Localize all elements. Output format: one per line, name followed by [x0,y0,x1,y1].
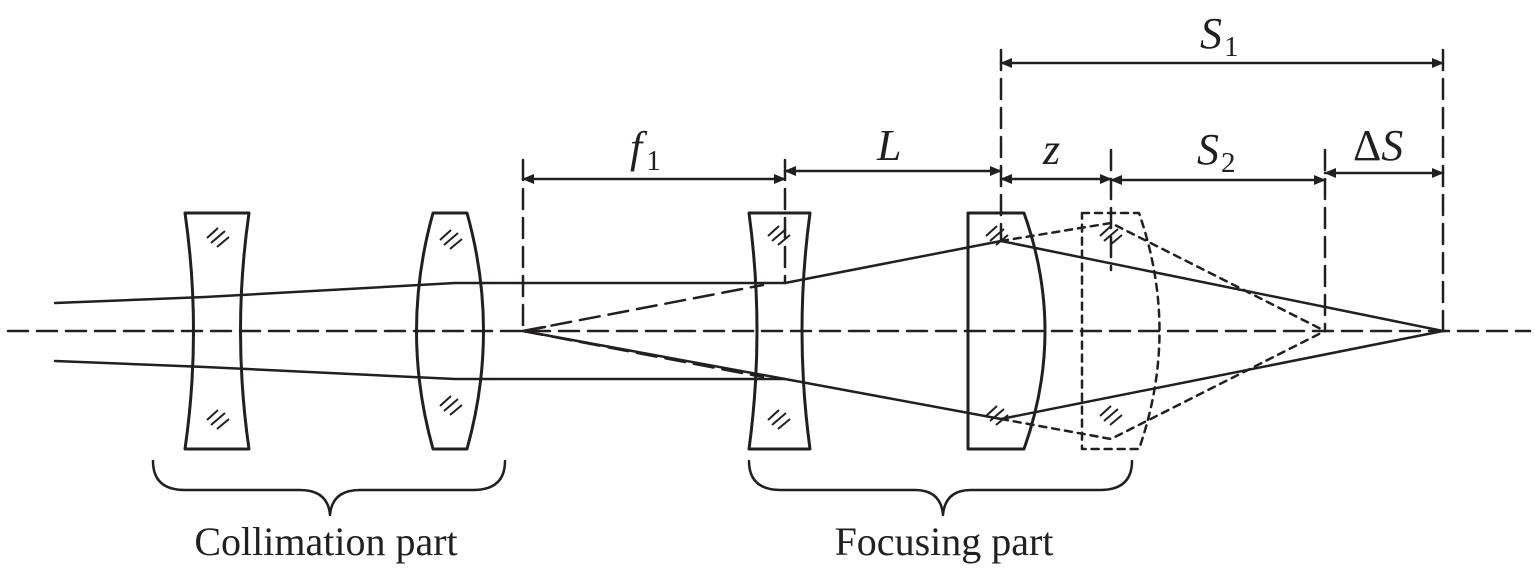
label-l: L [876,121,901,170]
glass-hatch-icon [439,229,463,416]
focusing-concave-lens [747,211,812,451]
virtual-ray-solid-lower [521,329,787,381]
collimation-brace [151,459,507,517]
shifted-ray-lower [999,329,1327,441]
virtual-ray-solid-upper [521,325,547,333]
label-z: z [1042,125,1060,174]
collimation-concave-lens [183,211,251,451]
glass-hatch-icon [767,225,791,430]
focusing-brace [747,459,1134,517]
glass-hatch-icon [206,227,230,430]
label-s1: S1 [1200,9,1239,63]
collimation-part-label: Collimation part [194,519,457,564]
lower-ray [53,329,1445,421]
label-delta-s: ΔS [1353,121,1403,170]
upper-ray [53,239,1445,333]
virtual-ray-upper [521,283,765,333]
shifted-focusing-lens [1080,211,1161,451]
glass-hatch-icon [1099,225,1123,426]
shifted-ray-upper [999,221,1327,333]
glass-hatch-icon [985,225,1009,426]
focusing-part-label: Focusing part [835,519,1054,564]
collimation-convex-lens [415,211,485,451]
label-s2: S2 [1197,125,1236,179]
